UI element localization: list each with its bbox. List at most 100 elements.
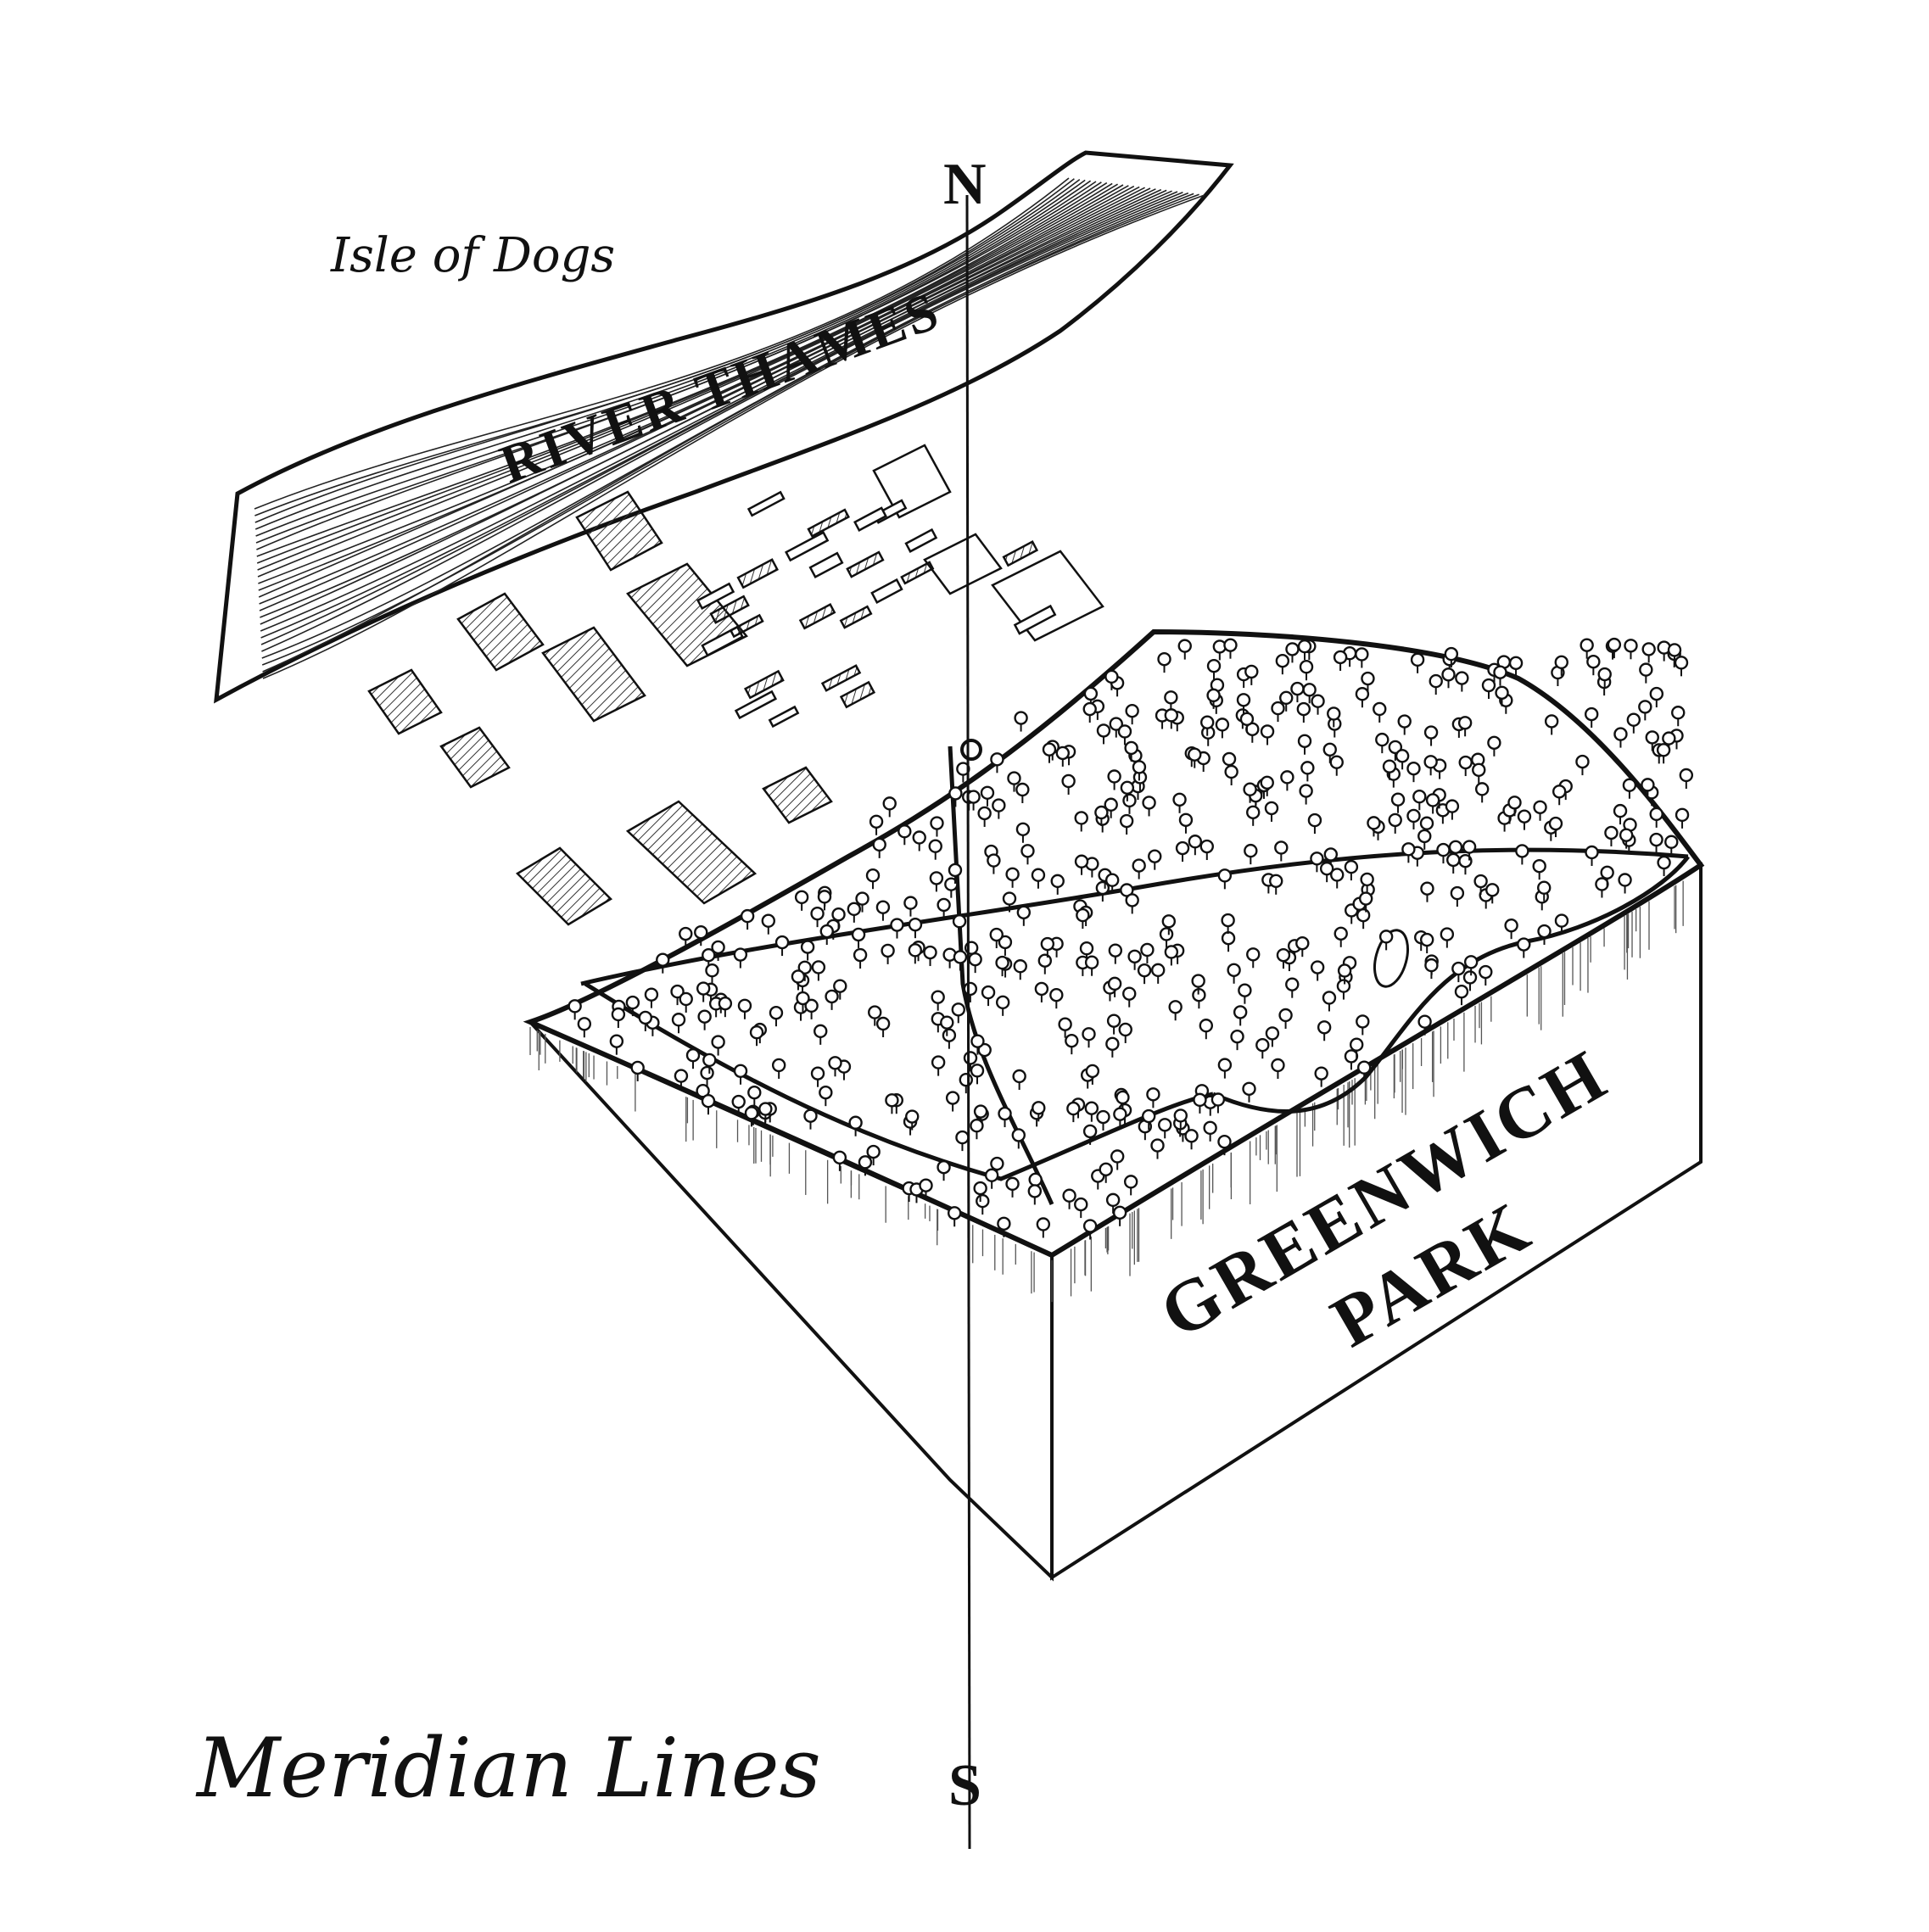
small-building [734, 690, 778, 720]
tree-icon [1412, 790, 1427, 811]
tree-icon [987, 853, 1001, 874]
tree-icon [1215, 718, 1230, 739]
tree-icon [1279, 690, 1294, 712]
tree-icon [1066, 1101, 1081, 1123]
tree-icon [810, 1066, 825, 1087]
tree-icon [1585, 845, 1599, 866]
tree-icon [952, 914, 967, 935]
tree-icon [1310, 852, 1324, 873]
tree-icon [1096, 1109, 1110, 1131]
tree-icon [992, 798, 1006, 819]
tree-icon [1544, 714, 1559, 735]
tree-icon [1012, 1069, 1026, 1091]
tree-icon [1164, 945, 1179, 966]
tree-icon [1142, 1108, 1156, 1131]
tree-icon [858, 1155, 873, 1176]
tree-icon [679, 926, 693, 948]
tree-icon [1649, 832, 1663, 854]
tree-icon [1406, 761, 1421, 783]
building-block [872, 444, 952, 519]
tree-icon [1487, 735, 1501, 757]
tree-icon [1450, 885, 1465, 907]
tree-icon [1084, 1101, 1099, 1122]
tree-icon [791, 969, 806, 991]
tree-icon [1622, 778, 1637, 799]
tree-icon [1675, 807, 1690, 829]
river-hatch-line [259, 187, 1145, 605]
tree-icon [611, 1007, 626, 1028]
tree-icon [1441, 667, 1456, 689]
tree-icon [705, 963, 719, 985]
tree-icon [1607, 637, 1622, 659]
tree-icon [1150, 963, 1166, 984]
tree-icon [955, 1130, 970, 1152]
tree-icon [1299, 784, 1313, 805]
tree-icon [1168, 1000, 1183, 1021]
tree-icon [1356, 1014, 1370, 1036]
tree-icon [990, 752, 1004, 773]
tree-icon [1233, 1005, 1248, 1026]
tree-icon [1223, 638, 1238, 659]
tree-icon [1472, 762, 1486, 784]
tree-icon [1297, 639, 1312, 661]
tree-icon [769, 1005, 784, 1027]
tree-icon [1406, 808, 1421, 829]
tree-icon [1014, 711, 1028, 732]
small-building [846, 550, 885, 578]
tree-icon [1265, 1026, 1280, 1047]
river-hatch-line [257, 183, 1119, 571]
river-hatch-line [261, 192, 1183, 652]
tree-icon [819, 924, 834, 946]
tree-icon [740, 908, 755, 930]
tree-icon [966, 790, 981, 811]
tree-icon [1624, 639, 1638, 660]
tree-icon [1096, 723, 1111, 745]
river-hatch-line [254, 179, 1086, 530]
tree-icon [897, 824, 912, 846]
river-hatch-line [259, 187, 1151, 611]
tree-icon [1137, 963, 1152, 985]
tree-icon [1367, 816, 1381, 837]
tree-icon [1584, 706, 1599, 729]
river-hatch-line [260, 191, 1178, 645]
tree-icon [1122, 986, 1137, 1008]
tree-icon [848, 1115, 863, 1136]
tree-icon [1011, 1128, 1026, 1149]
tree-icon [1515, 844, 1529, 865]
tree-icon [1600, 865, 1614, 886]
tree-icon [1264, 801, 1279, 822]
tree-icon [1296, 701, 1311, 723]
tree-icon [733, 1064, 748, 1085]
tree-icon [1016, 905, 1032, 926]
tree-icon [747, 1085, 762, 1107]
tree-icon [1474, 782, 1490, 803]
tree-icon [1548, 816, 1563, 838]
tree-icon [1040, 936, 1055, 958]
tree-icon [609, 1034, 624, 1055]
tree-icon [1015, 782, 1030, 804]
tree-icon [1446, 852, 1461, 874]
tree-icon [1127, 949, 1142, 970]
tree-icon [1319, 861, 1334, 883]
tree-icon [947, 1206, 962, 1227]
tree-icon [800, 940, 815, 961]
tree-icon [881, 943, 895, 964]
tree-icon [1221, 913, 1235, 935]
tree-icon [1311, 694, 1325, 715]
tree-icon [851, 927, 866, 948]
tree-icon [929, 871, 944, 892]
building-block [439, 726, 511, 789]
tree-icon [1455, 671, 1469, 692]
building-block [575, 490, 663, 572]
tree-icon [1401, 842, 1416, 863]
tree-icon [831, 907, 846, 929]
tree-icon [948, 786, 963, 807]
tree-icon [970, 1034, 985, 1055]
tree-icon [1517, 809, 1532, 830]
tree-icon [1007, 771, 1021, 792]
river-hatching [254, 177, 1205, 679]
tree-icon [1105, 1036, 1120, 1058]
river-hatch-line [256, 181, 1102, 550]
tree-icon [1099, 1162, 1113, 1183]
tree-icon [1238, 983, 1252, 1004]
